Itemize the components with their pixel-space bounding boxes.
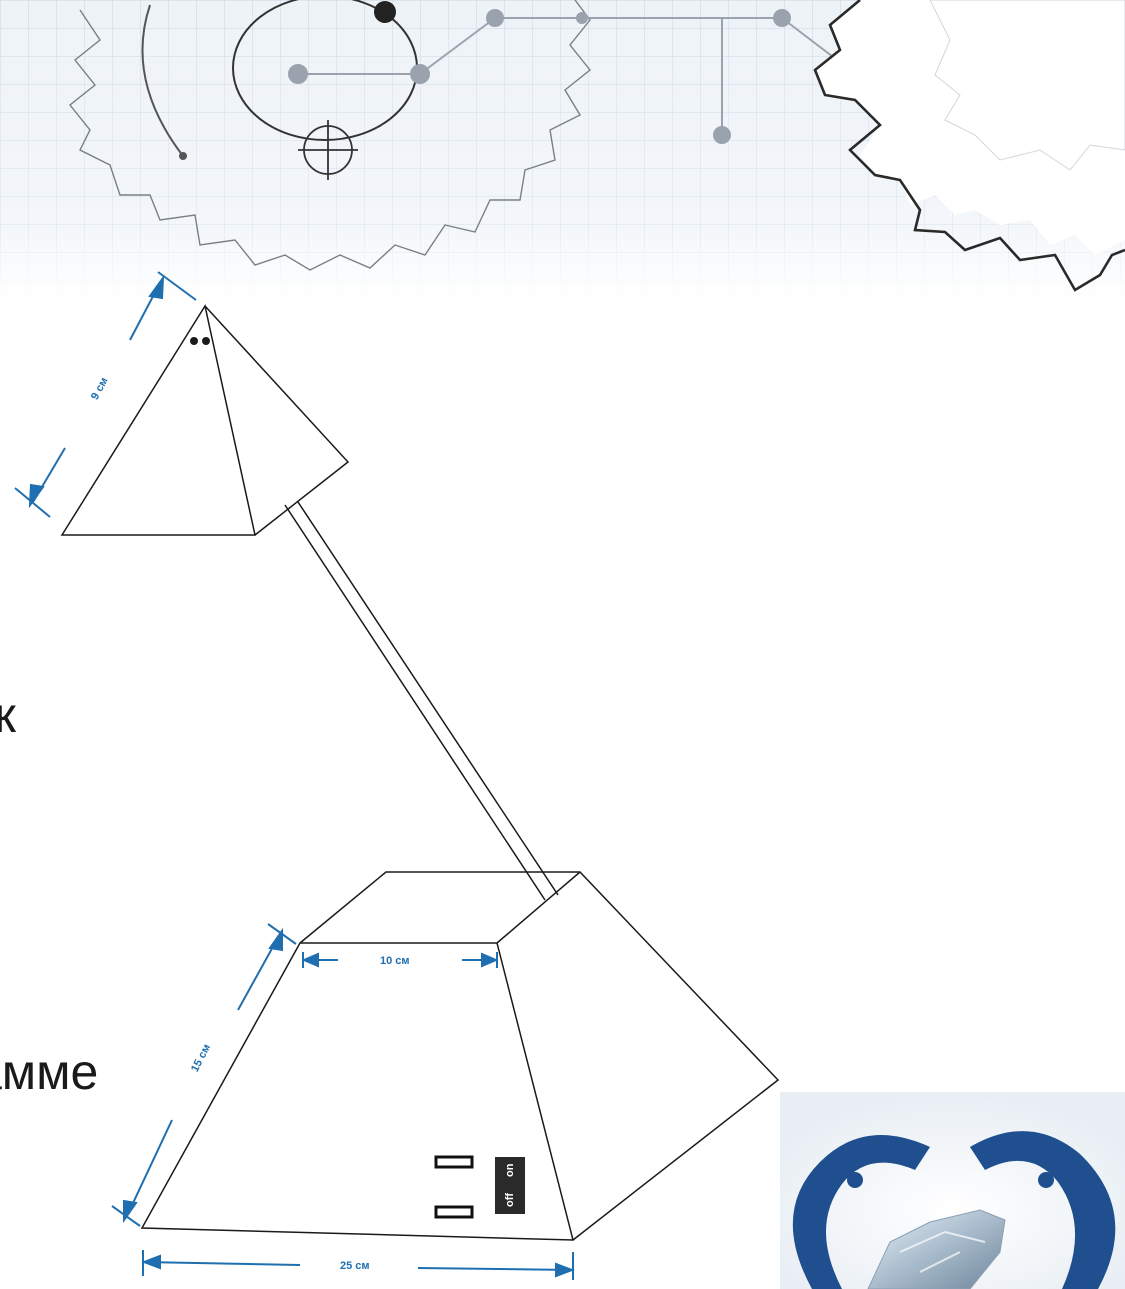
- lamp-shade: [60, 304, 350, 536]
- logo-left-arc: [792, 1135, 930, 1289]
- shade-bulb-dot: [190, 337, 198, 345]
- logo-eye-left: [847, 1172, 863, 1188]
- gear-solid-right: [813, 0, 1125, 292]
- dimension-label-top: 10 см: [380, 955, 410, 967]
- switch-label-on: on: [504, 1163, 516, 1177]
- gear-outline-left: [69, 0, 591, 271]
- slide-text-fragment-top: к: [0, 687, 16, 743]
- logo-eye-right: [1038, 1172, 1054, 1188]
- dimension-base-bottom: [141, 1250, 575, 1280]
- organization-logo: [780, 1092, 1125, 1289]
- switch-label-off: off: [504, 1193, 516, 1207]
- usb-port-top: [434, 1155, 474, 1169]
- usb-port-bottom: [434, 1205, 474, 1219]
- logo-right-arc: [970, 1131, 1116, 1289]
- logo-crystal: [867, 1209, 1006, 1289]
- dimension-label-shade: 9 см: [89, 376, 111, 402]
- gear-banner: [0, 0, 1125, 300]
- dimension-label-bottom: 25 см: [340, 1260, 370, 1272]
- power-switch: [495, 1157, 525, 1214]
- dimension-shade-height: [14, 271, 197, 518]
- lamp-base: [140, 871, 780, 1241]
- dimension-label-side: 15 см: [189, 1042, 213, 1074]
- shade-bulb-dot: [202, 337, 210, 345]
- lamp-arm: [284, 501, 559, 901]
- slide-text-fragment-bottom: амме: [0, 1044, 99, 1100]
- dimension-base-top: [301, 952, 499, 968]
- dimension-base-side: [111, 923, 297, 1227]
